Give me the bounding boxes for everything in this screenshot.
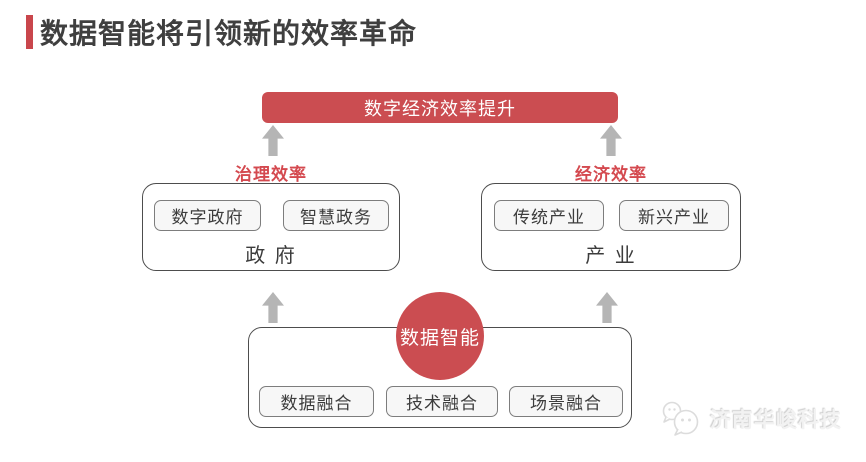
title-accent-bar <box>26 15 33 49</box>
up-arrow-icon <box>596 292 618 323</box>
chip-tech-fusion: 技术融合 <box>386 386 498 417</box>
top-result-box: 数字经济效率提升 <box>262 92 618 123</box>
watermark-text: 济南华峻科技 <box>710 409 842 432</box>
chip-scene-fusion: 场景融合 <box>509 386 623 417</box>
top-result-label: 数字经济效率提升 <box>364 98 516 119</box>
industry-group-box: 传统产业 新兴产业 产 业 <box>481 183 741 271</box>
chip-traditional-industry: 传统产业 <box>494 200 604 231</box>
chip-smart-gov-affairs: 智慧政务 <box>283 200 389 231</box>
government-group-box: 数字政府 智慧政务 政 府 <box>142 183 400 271</box>
page-title: 数据智能将引领新的效率革命 <box>40 18 418 49</box>
chip-emerging-industry: 新兴产业 <box>619 200 729 231</box>
up-arrow-icon <box>262 292 284 323</box>
economic-efficiency-label: 经济效率 <box>575 165 647 184</box>
government-category-label: 政 府 <box>245 245 297 267</box>
chip-digital-government: 数字政府 <box>154 200 261 231</box>
governance-efficiency-label: 治理效率 <box>235 165 307 184</box>
data-intelligence-circle: 数据智能 <box>396 292 484 380</box>
data-intelligence-label: 数据智能 <box>399 327 480 349</box>
up-arrow-icon <box>600 125 622 156</box>
chip-data-fusion: 数据融合 <box>259 386 374 417</box>
industry-category-label: 产 业 <box>585 245 637 267</box>
watermark: 济南华峻科技 <box>660 400 842 438</box>
wechat-icon <box>660 400 702 438</box>
up-arrow-icon <box>262 125 284 156</box>
